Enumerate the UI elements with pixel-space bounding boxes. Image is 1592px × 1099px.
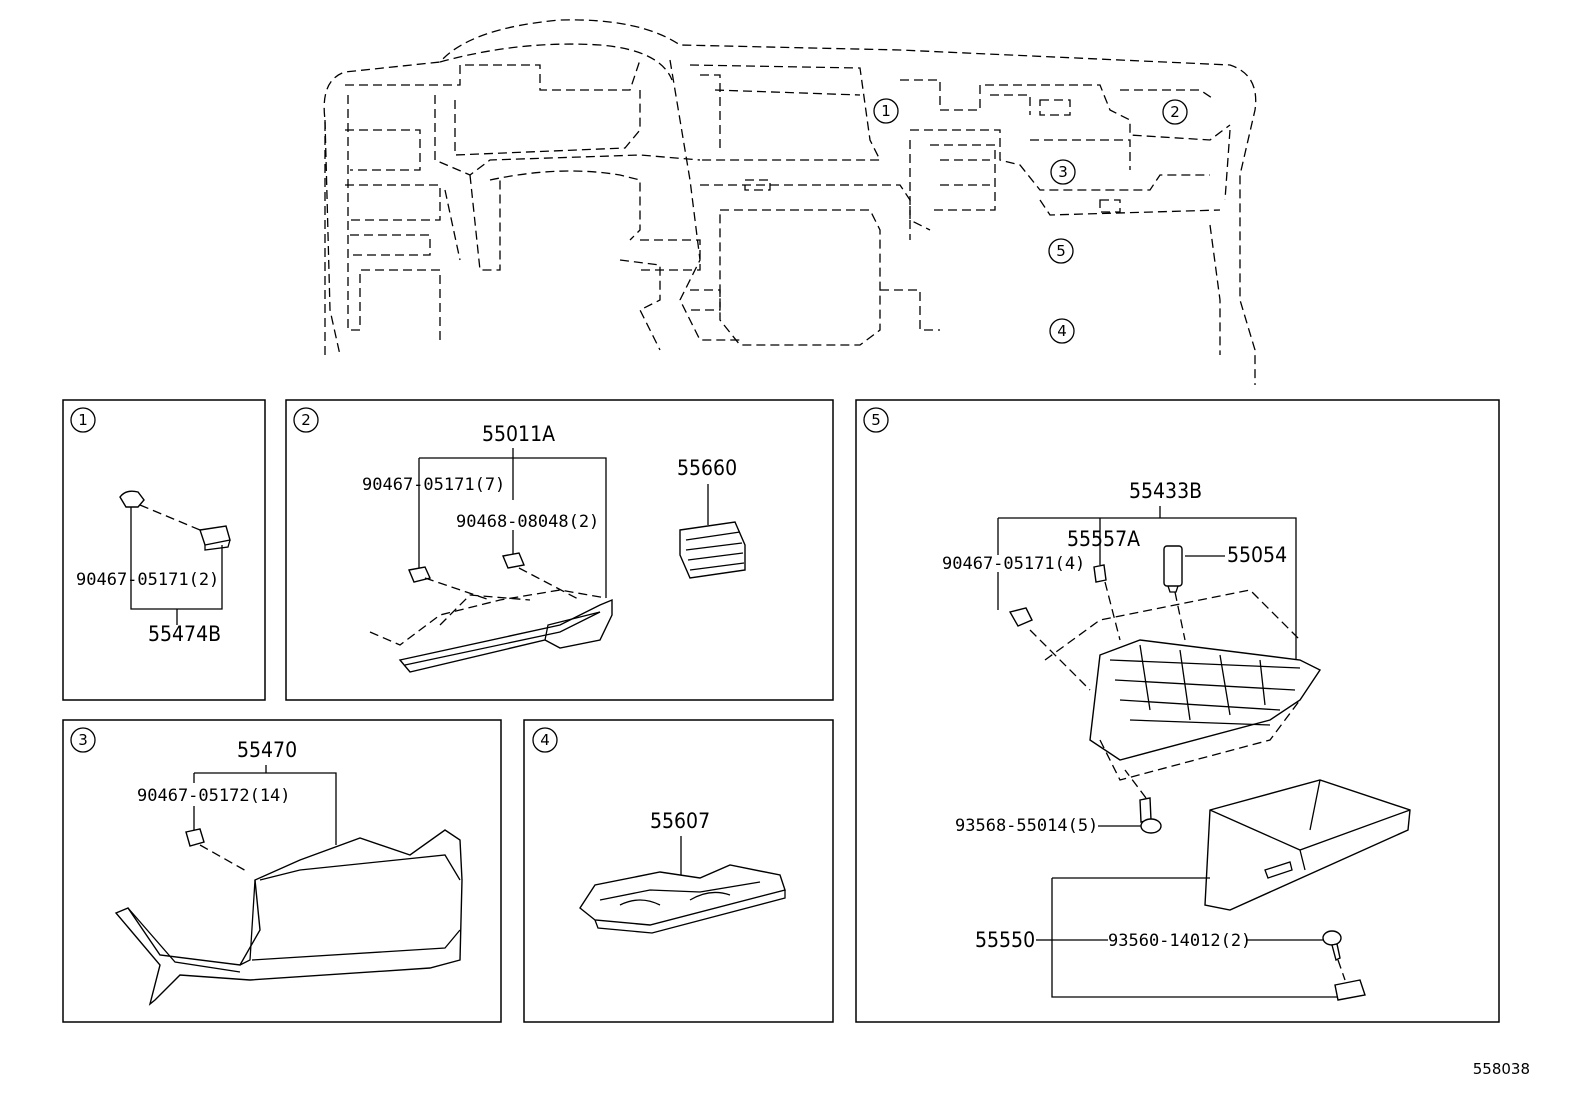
svg-text:55011A: 55011A [482,422,555,446]
svg-text:93560-14012(2): 93560-14012(2) [1108,931,1251,951]
svg-text:4: 4 [1057,322,1067,340]
svg-text:1: 1 [78,411,88,429]
overview-callouts: 1 2 3 5 4 [873,98,1188,344]
garnish-part [398,598,613,673]
svg-text:55054: 55054 [1227,543,1287,567]
svg-text:4: 4 [540,731,550,749]
overview-callout-1: 1 [873,98,899,124]
reinforcement-part [579,864,786,926]
svg-text:55660: 55660 [677,456,737,480]
svg-text:93568-55014(5): 93568-55014(5) [955,816,1098,836]
svg-text:90467-05171(2): 90467-05171(2) [76,570,219,590]
panel-5: 5 55433B 55557A 90467-05171(4) 55054 935… [855,399,1500,1023]
svg-text:2: 2 [301,411,311,429]
bracket-part [199,525,231,546]
svg-text:55474B: 55474B [148,622,221,646]
svg-text:90467-05172(14): 90467-05172(14) [137,786,291,806]
svg-text:3: 3 [78,731,88,749]
svg-text:2: 2 [1170,103,1180,121]
svg-text:5: 5 [871,411,881,429]
svg-text:55550: 55550 [975,928,1035,952]
svg-text:1: 1 [881,102,891,120]
svg-text:90468-08048(2): 90468-08048(2) [456,512,599,532]
svg-text:3: 3 [1058,163,1068,181]
overview-callout-2: 2 [1162,99,1188,125]
panel-4: 4 55607 [523,719,834,1023]
dashboard-overview [323,19,1257,385]
clip-part [119,490,145,508]
overview-callout-4: 4 [1049,318,1075,344]
svg-text:55607: 55607 [650,809,710,833]
svg-text:90467-05171(4): 90467-05171(4) [942,554,1085,574]
knee-panel-part [114,829,463,1006]
panel-2: 2 55011A 90467-05171(7) 90468-08048(2) 5… [285,399,834,701]
glove-box-housing-part [1089,639,1322,761]
svg-text:55470: 55470 [237,738,297,762]
svg-text:90467-05171(7): 90467-05171(7) [362,475,505,495]
svg-text:55433B: 55433B [1129,479,1202,503]
glove-box-part [1204,779,1411,911]
overview-callout-3: 3 [1050,159,1076,185]
panel-3: 3 55470 90467-05172(14) [62,719,502,1023]
vent-part [679,521,746,579]
panel-1: 1 90467-05171(2) 55474B [62,399,266,701]
svg-text:55557A: 55557A [1067,527,1140,551]
svg-text:5: 5 [1056,242,1066,260]
reference-code: 558038 [1473,1060,1530,1078]
overview-callout-5: 5 [1048,238,1074,264]
